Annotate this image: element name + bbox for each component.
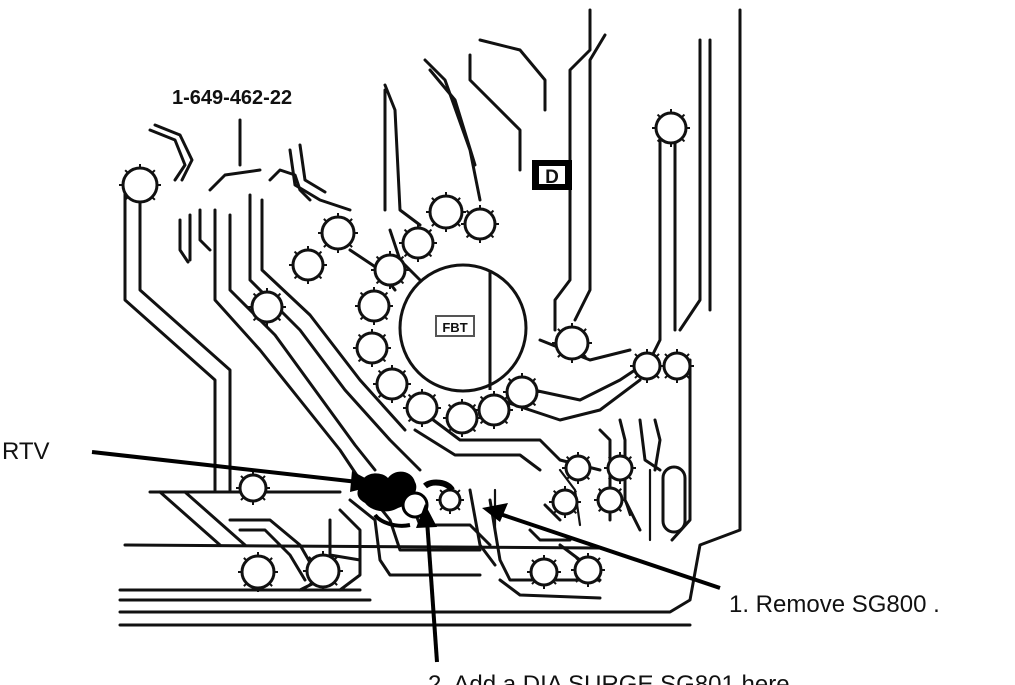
fbt-label: FBT: [442, 320, 467, 335]
solder-pad: [549, 486, 581, 518]
solder-pad: [652, 109, 690, 147]
solder-pad: [660, 349, 694, 383]
solder-pad: [371, 251, 409, 289]
solder-pad: [236, 471, 270, 505]
solder-pad: [594, 484, 626, 516]
solder-pad: [443, 399, 481, 437]
solder-pad: [461, 205, 499, 243]
fbt-label-box: [435, 315, 475, 337]
solder-pad: [403, 389, 441, 427]
board-id-label: 1-649-462-22: [172, 87, 292, 109]
fbt-component: FBT: [398, 263, 528, 393]
solder-pad: [248, 288, 286, 326]
solder-pad: [318, 213, 358, 253]
solder-pad: [119, 164, 161, 206]
solder-pad: [303, 551, 343, 591]
solder-pad: [552, 323, 592, 363]
section-badge: D: [532, 160, 572, 190]
solder-pad: [355, 287, 393, 325]
solder-pad: [503, 373, 541, 411]
add-dia-surge-label: 2. Add a DIA SURGE SG801 here.: [428, 671, 796, 685]
solder-pad: [604, 452, 636, 484]
remove-arrow: [482, 503, 721, 590]
rtv-label: RTV: [2, 438, 50, 465]
add-arrow: [416, 504, 439, 663]
oval-pad: [661, 465, 687, 534]
solder-pad: [562, 452, 594, 484]
solder-pad: [353, 329, 391, 367]
solder-pad: [630, 349, 664, 383]
solder-pad: [399, 224, 437, 262]
solder-pad: [426, 192, 466, 232]
section-badge-letter: D: [545, 167, 559, 188]
solder-pad: [475, 391, 513, 429]
solder-pad: [571, 553, 605, 587]
rtv-blob: [357, 471, 455, 528]
remove-sg800-label: 1. Remove SG800 .: [729, 591, 940, 618]
solder-pads: [119, 109, 694, 592]
solder-pad: [238, 552, 278, 592]
solder-pad: [373, 365, 411, 403]
solder-pad: [527, 555, 561, 589]
solder-pad: [289, 246, 327, 284]
rtv-arrow: [91, 450, 378, 492]
